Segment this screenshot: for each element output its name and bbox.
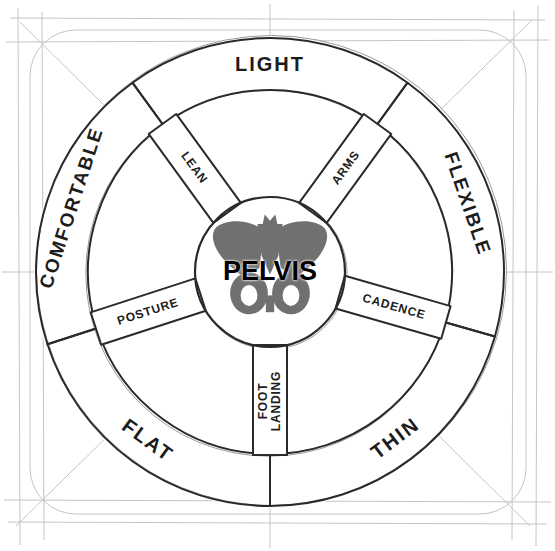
spoke-outline	[91, 278, 206, 344]
pelvis-illustration	[213, 215, 327, 315]
technique-spoke: FOOT LANDING	[251, 343, 289, 457]
construction-frame	[30, 30, 526, 514]
text-anchor: COMFORTABLE	[36, 124, 108, 291]
quality-label: LIGHT	[235, 53, 305, 75]
quality-label: COMFORTABLE	[36, 124, 108, 291]
construction-line	[8, 522, 547, 524]
technique-spoke: POSTURE	[88, 276, 208, 347]
sector-outline	[270, 322, 495, 506]
node-outline	[130, 36, 410, 127]
quality-label: FLEXIBLE	[439, 150, 494, 259]
text-anchor: LIGHT	[235, 53, 305, 75]
hub-outline	[195, 197, 345, 347]
pelvis-symphysis	[266, 295, 274, 312]
hub-label: PELVIS	[223, 257, 317, 287]
spoke-outline	[299, 114, 391, 223]
construction-line	[536, 6, 538, 546]
spoke-outline	[253, 345, 287, 455]
text-anchor: PELVIS	[223, 257, 317, 287]
ring-ground	[34, 36, 506, 508]
technique-label: FOOT LANDING	[257, 363, 283, 439]
quality-sector: LIGHT	[130, 36, 410, 127]
spoke-outline	[149, 114, 241, 223]
construction-line	[10, 18, 545, 20]
sketch-strokes	[37, 36, 507, 506]
hub-circle: PELVIS	[193, 195, 347, 349]
quality-sector: FLAT	[45, 326, 273, 508]
construction-line	[16, 20, 532, 526]
construction-lines	[2, 4, 553, 548]
quality-sector: THIN	[268, 320, 497, 508]
pelvis-sacrum-top	[263, 215, 278, 224]
sector-outline	[47, 328, 270, 506]
node-outline	[45, 326, 273, 508]
sketch-circle	[37, 36, 507, 506]
text-anchor: FLEXIBLE	[439, 150, 494, 259]
construction-line	[18, 8, 20, 545]
text-anchor: FOOT LANDING	[257, 363, 283, 439]
node-outline	[268, 320, 497, 508]
construction-line	[512, 10, 514, 540]
technique-spoke: ARMS	[297, 111, 394, 225]
technique-spoke: LEAN	[146, 111, 243, 225]
sector-outline	[132, 38, 407, 125]
technique-spoke: CADENCE	[333, 273, 453, 341]
spoke-outline	[335, 276, 450, 339]
